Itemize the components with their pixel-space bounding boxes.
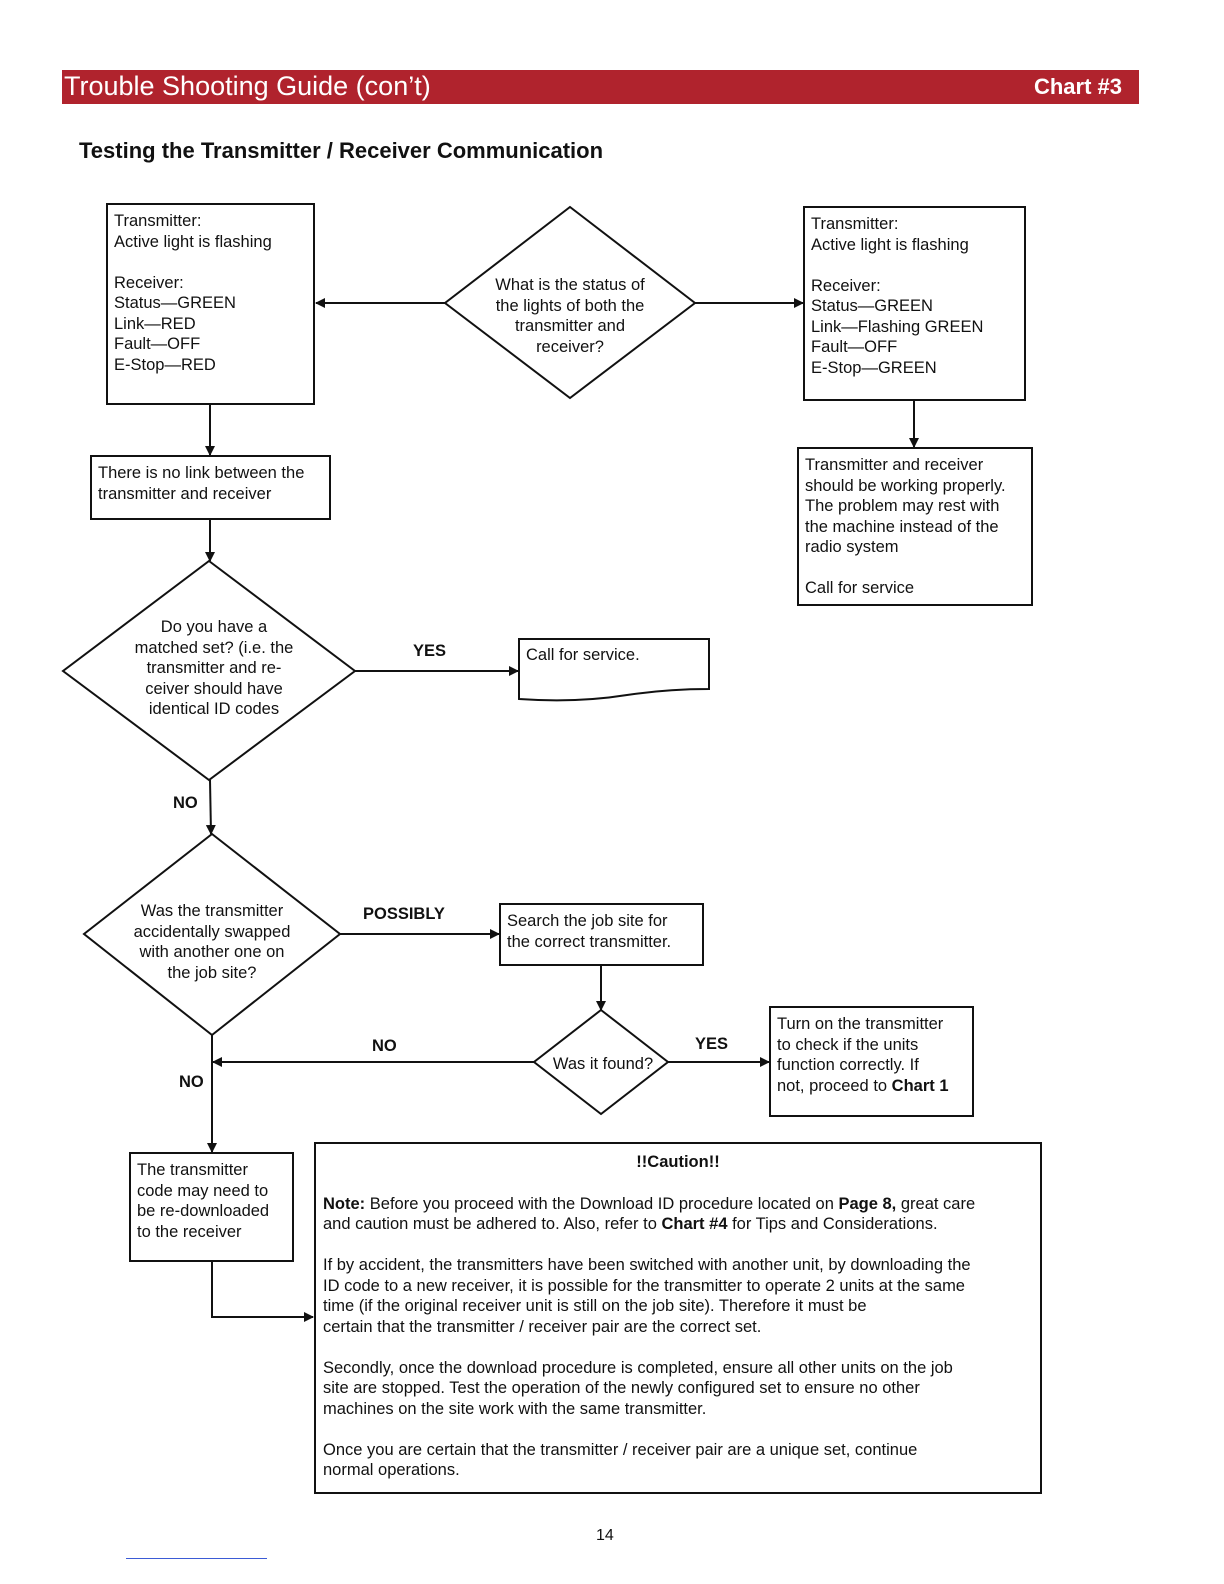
redownload-box: The transmitter code may need to be re-d… bbox=[129, 1152, 294, 1262]
chart-1-reference: Chart 1 bbox=[891, 1076, 949, 1095]
caution-title: !!Caution!! bbox=[636, 1153, 720, 1171]
page-number: 14 bbox=[596, 1527, 614, 1544]
no-link-box: There is no link between the transmitter… bbox=[90, 455, 331, 520]
status-question-diamond bbox=[443, 205, 697, 400]
caution-note: Note: Before you proceed with the Downlo… bbox=[323, 1194, 976, 1234]
page-title: Trouble Shooting Guide (con’t) bbox=[64, 71, 431, 101]
caution-paragraph-2: If by accident, the transmitters have be… bbox=[323, 1256, 971, 1336]
label-yes-matched: YES bbox=[413, 642, 447, 660]
arrow-redownload-caution bbox=[211, 1262, 314, 1322]
caution-paragraph-3: Secondly, once the download procedure is… bbox=[323, 1358, 953, 1418]
chart-number: Chart #3 bbox=[1033, 74, 1122, 99]
matched-set-text: Do you have a matched set? (i.e. the tra… bbox=[134, 618, 294, 718]
label-possibly: POSSIBLY bbox=[363, 905, 445, 923]
found-diamond bbox=[532, 1008, 670, 1116]
caution-paragraph-4: Once you are certain that the transmitte… bbox=[323, 1440, 918, 1480]
swapped-question-text: Was the transmitter accidentally swapped… bbox=[133, 902, 291, 982]
label-no-swapped: NO bbox=[179, 1073, 204, 1091]
left-state-box: Transmitter: Active light is flashing Re… bbox=[106, 203, 315, 405]
found-question-text: Was it found? bbox=[552, 1055, 654, 1073]
label-no-found: NO bbox=[372, 1037, 397, 1055]
call-service-text: Call for service. bbox=[526, 646, 640, 664]
call-service-document-shape bbox=[518, 638, 710, 702]
footer-link-rule bbox=[126, 1558, 267, 1559]
caution-box: !!Caution!! Note: Before you proceed wit… bbox=[314, 1142, 1042, 1494]
header-banner: Trouble Shooting Guide (con’t) Chart #3 bbox=[62, 70, 1139, 104]
label-yes-found: YES bbox=[695, 1035, 729, 1053]
section-subtitle: Testing the Transmitter / Receiver Commu… bbox=[79, 138, 604, 163]
search-site-box: Search the job site for the correct tran… bbox=[499, 903, 704, 966]
matched-set-diamond bbox=[61, 559, 357, 782]
status-question-text: What is the status of the lights of both… bbox=[495, 276, 645, 356]
arrow-no-swapped bbox=[205, 779, 216, 835]
label-no-matched: NO bbox=[173, 794, 198, 812]
right-state-box: Transmitter: Active light is flashing Re… bbox=[803, 206, 1026, 401]
working-properly-box: Transmitter and receiver should be worki… bbox=[797, 447, 1033, 606]
turn-on-box: Turn on the transmitter to check if the … bbox=[769, 1006, 974, 1117]
